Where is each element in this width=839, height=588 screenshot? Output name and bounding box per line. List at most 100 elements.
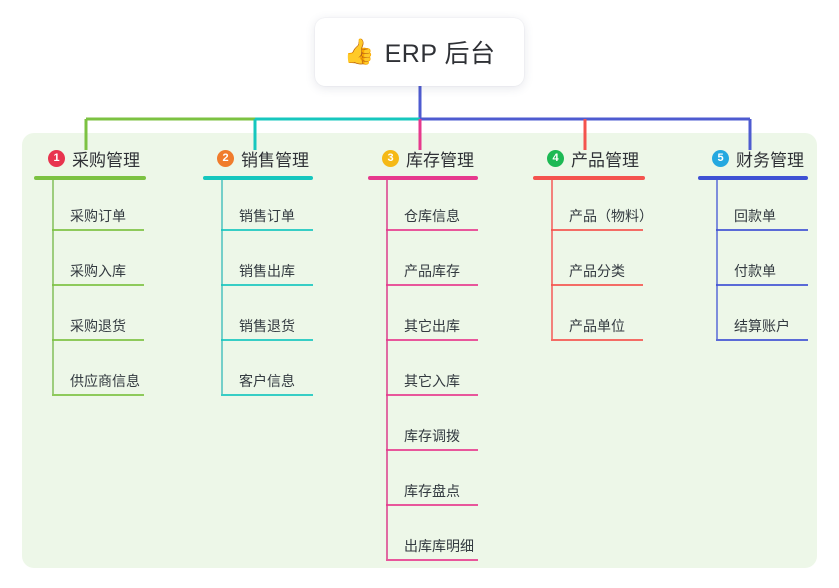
item-underline [221, 229, 313, 231]
column-header-product-management[interactable]: 4 产品管理 [533, 145, 645, 171]
item-underline [386, 229, 478, 231]
column-underline-product-management [533, 176, 645, 180]
item-underline [386, 394, 478, 396]
column-badge-2: 2 [217, 149, 234, 167]
column-finance-management: 5 财务管理回款单付款单结算账户 [698, 145, 808, 345]
item-underline [716, 284, 808, 286]
list-item[interactable]: 产品库存 [368, 235, 478, 290]
column-badge-4: 4 [547, 149, 564, 167]
item-label: 其它入库 [404, 373, 460, 389]
item-label: 产品（物料） [569, 208, 653, 224]
item-label: 结算账户 [734, 318, 790, 334]
item-label: 产品分类 [569, 263, 625, 279]
column-inventory-management: 3 库存管理仓库信息产品库存其它出库其它入库库存调拨库存盘点出库库明细 [368, 145, 478, 565]
item-underline [386, 449, 478, 451]
item-label: 销售出库 [239, 263, 295, 279]
diagram-panel [22, 133, 817, 568]
item-underline [52, 229, 144, 231]
item-underline [52, 394, 144, 396]
item-underline [386, 559, 478, 561]
list-item[interactable]: 库存盘点 [368, 455, 478, 510]
list-item[interactable]: 产品单位 [533, 290, 645, 345]
column-items-purchasing-management: 采购订单采购入库采购退货供应商信息 [34, 180, 146, 400]
column-product-management: 4 产品管理产品（物料） 产品分类产品单位 [533, 145, 653, 345]
column-title-product-management: 产品管理 [571, 150, 639, 170]
item-underline [52, 284, 144, 286]
column-title-finance-management: 财务管理 [736, 150, 804, 170]
item-label: 其它出库 [404, 318, 460, 334]
item-label: 库存盘点 [404, 483, 460, 499]
list-item[interactable]: 其它入库 [368, 345, 478, 400]
list-item[interactable]: 产品分类 [533, 235, 645, 290]
item-underline [221, 394, 313, 396]
item-underline [52, 339, 144, 341]
column-underline-sales-management [203, 176, 313, 180]
list-item[interactable]: 仓库信息 [368, 180, 478, 235]
column-items-sales-management: 销售订单销售出库销售退货客户信息 [203, 180, 313, 400]
item-label: 采购订单 [70, 208, 126, 224]
item-label: 回款单 [734, 208, 776, 224]
list-item[interactable]: 其它出库 [368, 290, 478, 345]
column-sales-management: 2 销售管理销售订单销售出库销售退货客户信息 [203, 145, 313, 400]
column-badge-5: 5 [712, 149, 729, 167]
list-item[interactable]: 销售退货 [203, 290, 313, 345]
column-title-inventory-management: 库存管理 [406, 150, 474, 170]
list-item[interactable]: 客户信息 [203, 345, 313, 400]
column-title-purchasing-management: 采购管理 [72, 150, 140, 170]
list-item[interactable]: 供应商信息 [34, 345, 146, 400]
column-stem-purchasing-management [52, 180, 54, 394]
item-label: 付款单 [734, 263, 776, 279]
column-purchasing-management: 1 采购管理采购订单采购入库采购退货供应商信息 [34, 145, 146, 400]
column-title-sales-management: 销售管理 [241, 150, 309, 170]
column-underline-purchasing-management [34, 176, 146, 180]
item-label: 产品库存 [404, 263, 460, 279]
list-item[interactable]: 结算账户 [698, 290, 808, 345]
column-underline-inventory-management [368, 176, 478, 180]
list-item[interactable]: 出库库明细 [368, 510, 478, 565]
thumbs-up-icon: 👍 [343, 37, 375, 66]
item-label: 销售退货 [239, 318, 295, 334]
item-label: 销售订单 [239, 208, 295, 224]
column-header-purchasing-management[interactable]: 1 采购管理 [34, 145, 146, 171]
column-items-product-management: 产品（物料） 产品分类产品单位 [533, 180, 653, 345]
item-underline [716, 339, 808, 341]
item-underline [221, 284, 313, 286]
column-stem-product-management [551, 180, 553, 339]
item-label: 客户信息 [239, 373, 295, 389]
root-node[interactable]: 👍 ERP 后台 [315, 18, 524, 86]
item-underline [551, 284, 643, 286]
column-badge-3: 3 [382, 149, 399, 167]
list-item[interactable]: 销售订单 [203, 180, 313, 235]
column-underline-finance-management [698, 176, 808, 180]
item-label: 产品单位 [569, 318, 625, 334]
list-item[interactable]: 回款单 [698, 180, 808, 235]
column-badge-1: 1 [48, 149, 65, 167]
item-underline [716, 229, 808, 231]
item-underline [551, 339, 643, 341]
column-items-inventory-management: 仓库信息产品库存其它出库其它入库库存调拨库存盘点出库库明细 [368, 180, 478, 565]
list-item[interactable]: 库存调拨 [368, 400, 478, 455]
list-item[interactable]: 采购退货 [34, 290, 146, 345]
column-header-inventory-management[interactable]: 3 库存管理 [368, 145, 478, 171]
list-item[interactable]: 销售出库 [203, 235, 313, 290]
item-underline [221, 339, 313, 341]
column-header-sales-management[interactable]: 2 销售管理 [203, 145, 313, 171]
item-underline [551, 229, 643, 231]
column-header-finance-management[interactable]: 5 财务管理 [698, 145, 808, 171]
list-item[interactable]: 产品（物料） [533, 180, 653, 235]
item-label: 供应商信息 [70, 373, 140, 389]
column-stem-sales-management [221, 180, 223, 394]
column-items-finance-management: 回款单付款单结算账户 [698, 180, 808, 345]
list-item[interactable]: 采购订单 [34, 180, 146, 235]
item-label: 仓库信息 [404, 208, 460, 224]
item-underline [386, 504, 478, 506]
list-item[interactable]: 付款单 [698, 235, 808, 290]
item-underline [386, 339, 478, 341]
item-label: 出库库明细 [404, 538, 474, 554]
column-stem-inventory-management [386, 180, 388, 559]
column-stem-finance-management [716, 180, 718, 339]
item-label: 库存调拨 [404, 428, 460, 444]
list-item[interactable]: 采购入库 [34, 235, 146, 290]
item-label: 采购退货 [70, 318, 126, 334]
